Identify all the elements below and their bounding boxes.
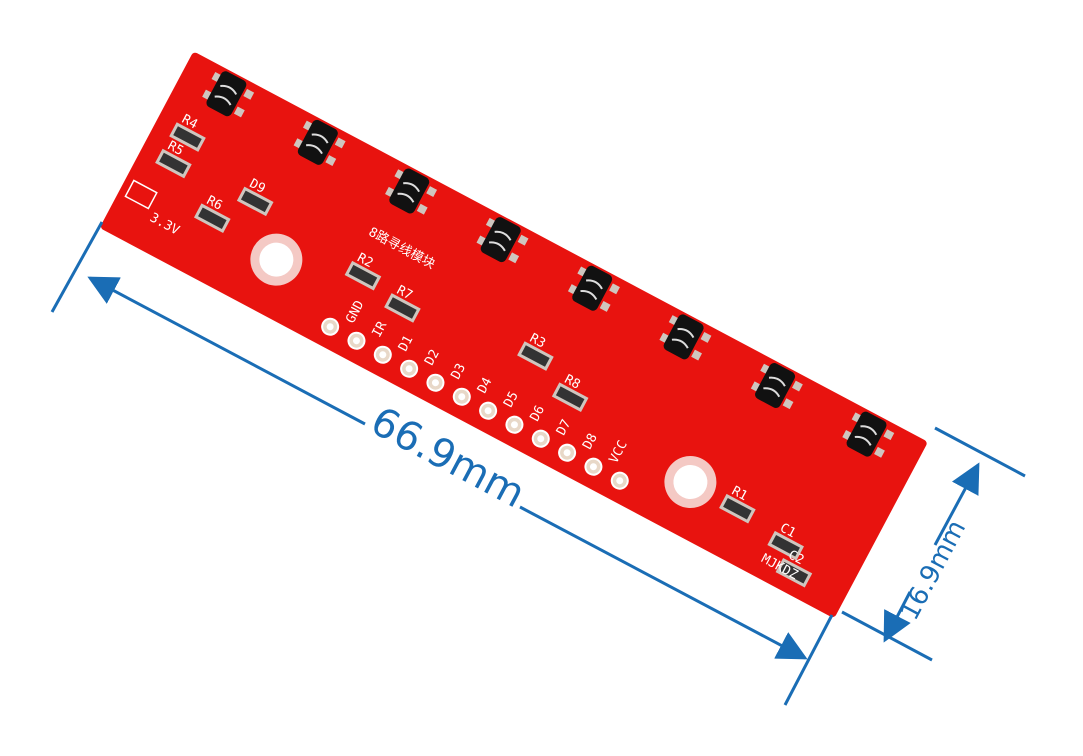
component-label: R6 bbox=[204, 193, 225, 214]
jumper-pad bbox=[124, 179, 158, 210]
component: R3 bbox=[517, 331, 554, 371]
component: C2 bbox=[775, 548, 813, 588]
length-dimension bbox=[50, 221, 834, 706]
component-label: D9 bbox=[247, 176, 268, 197]
ir-sensor bbox=[659, 314, 712, 361]
component: R2 bbox=[344, 251, 382, 291]
mounting-hole bbox=[664, 456, 717, 509]
component: R4 bbox=[169, 112, 206, 152]
component-label: R1 bbox=[729, 484, 750, 505]
component: R7 bbox=[384, 283, 421, 323]
ir-sensors bbox=[202, 71, 895, 458]
component-label: C1 bbox=[777, 521, 798, 542]
ir-sensor bbox=[750, 363, 803, 410]
component: R5 bbox=[155, 138, 192, 179]
ir-sensor bbox=[567, 265, 620, 312]
pin-label: D7 bbox=[554, 417, 575, 438]
component-label: R5 bbox=[165, 138, 186, 159]
ir-sensor bbox=[202, 71, 255, 118]
ir-sensor bbox=[476, 217, 529, 264]
ir-sensor bbox=[385, 168, 438, 215]
ir-sensor bbox=[293, 119, 346, 166]
ir-sensor bbox=[842, 411, 895, 458]
component: D9 bbox=[236, 176, 274, 217]
pin-label: D6 bbox=[528, 403, 549, 424]
component-label: R4 bbox=[179, 112, 200, 133]
pin-label: D3 bbox=[449, 361, 470, 382]
component-label: R2 bbox=[355, 251, 376, 272]
component-label: R8 bbox=[562, 372, 583, 393]
pin-label: D1 bbox=[396, 333, 417, 354]
width-dimension bbox=[841, 426, 1026, 662]
pin-label: D5 bbox=[501, 389, 522, 410]
width-label: 16.9mm bbox=[895, 515, 972, 625]
component-label: R3 bbox=[527, 331, 548, 352]
pin-label: IR bbox=[370, 319, 391, 340]
component: R8 bbox=[551, 372, 589, 412]
pin-label: D2 bbox=[422, 347, 443, 368]
pin-label: D8 bbox=[580, 431, 601, 452]
component: R1 bbox=[719, 484, 756, 524]
board-body bbox=[100, 52, 927, 618]
component-label: C2 bbox=[786, 548, 807, 569]
component-label: R7 bbox=[394, 283, 415, 304]
pin-label: D4 bbox=[475, 375, 496, 396]
component: C1 bbox=[767, 521, 804, 561]
mounting-hole bbox=[250, 233, 303, 286]
component: R6 bbox=[193, 193, 231, 234]
